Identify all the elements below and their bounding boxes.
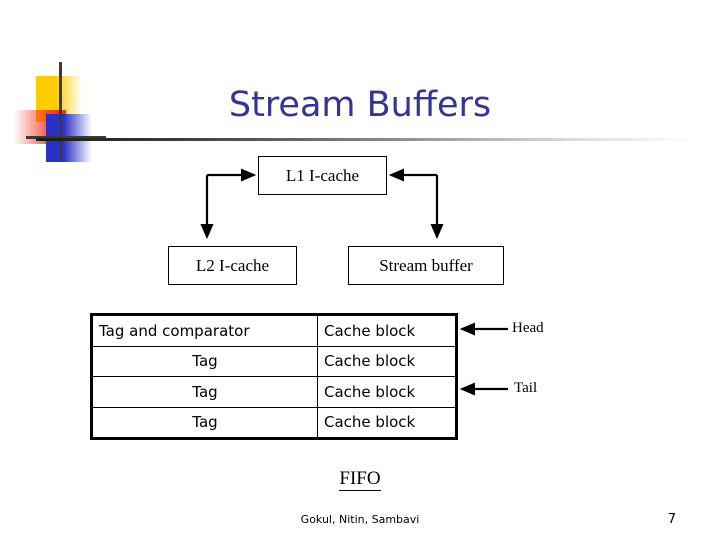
box-stream-buffer: Stream buffer	[348, 246, 504, 285]
logo-horizontal-line	[26, 136, 106, 139]
page-title: Stream Buffers	[228, 85, 492, 125]
footer-authors: Gokul, Nitin, Sambavi	[300, 513, 420, 526]
cell-tag: Tag	[93, 346, 318, 376]
table-row: Tag Cache block	[93, 346, 455, 377]
box-l1-icache: L1 I-cache	[258, 156, 387, 195]
table-row: Tag Cache block	[93, 377, 455, 408]
arrow-l2-to-l1	[200, 168, 257, 240]
cell-cache-block: Cache block	[324, 413, 416, 432]
cell-cache-block: Cache block	[324, 382, 416, 401]
title-divider	[36, 138, 696, 141]
fifo-table: Tag and comparator Cache block Tag Cache…	[90, 313, 458, 440]
box-l2-icache: L2 I-cache	[168, 246, 297, 285]
arrow-l1-to-stream-buffer	[388, 168, 444, 240]
fifo-caption: FIFO	[0, 468, 720, 491]
logo-vertical-line	[59, 62, 62, 162]
fifo-caption-text: FIFO	[339, 468, 381, 491]
cell-cache-block: Cache block	[324, 352, 416, 371]
table-row: Tag and comparator Cache block	[93, 316, 455, 347]
tail-pointer-label: Tail	[514, 380, 538, 396]
cell-tag: Tag and comparator	[93, 316, 318, 346]
head-pointer-label: Head	[512, 320, 544, 336]
cell-cache-block: Cache block	[324, 321, 416, 340]
footer-page-number: 7	[667, 512, 676, 527]
table-row: Tag Cache block	[93, 407, 455, 437]
cell-tag: Tag	[93, 407, 318, 437]
cell-tag: Tag	[93, 377, 318, 407]
